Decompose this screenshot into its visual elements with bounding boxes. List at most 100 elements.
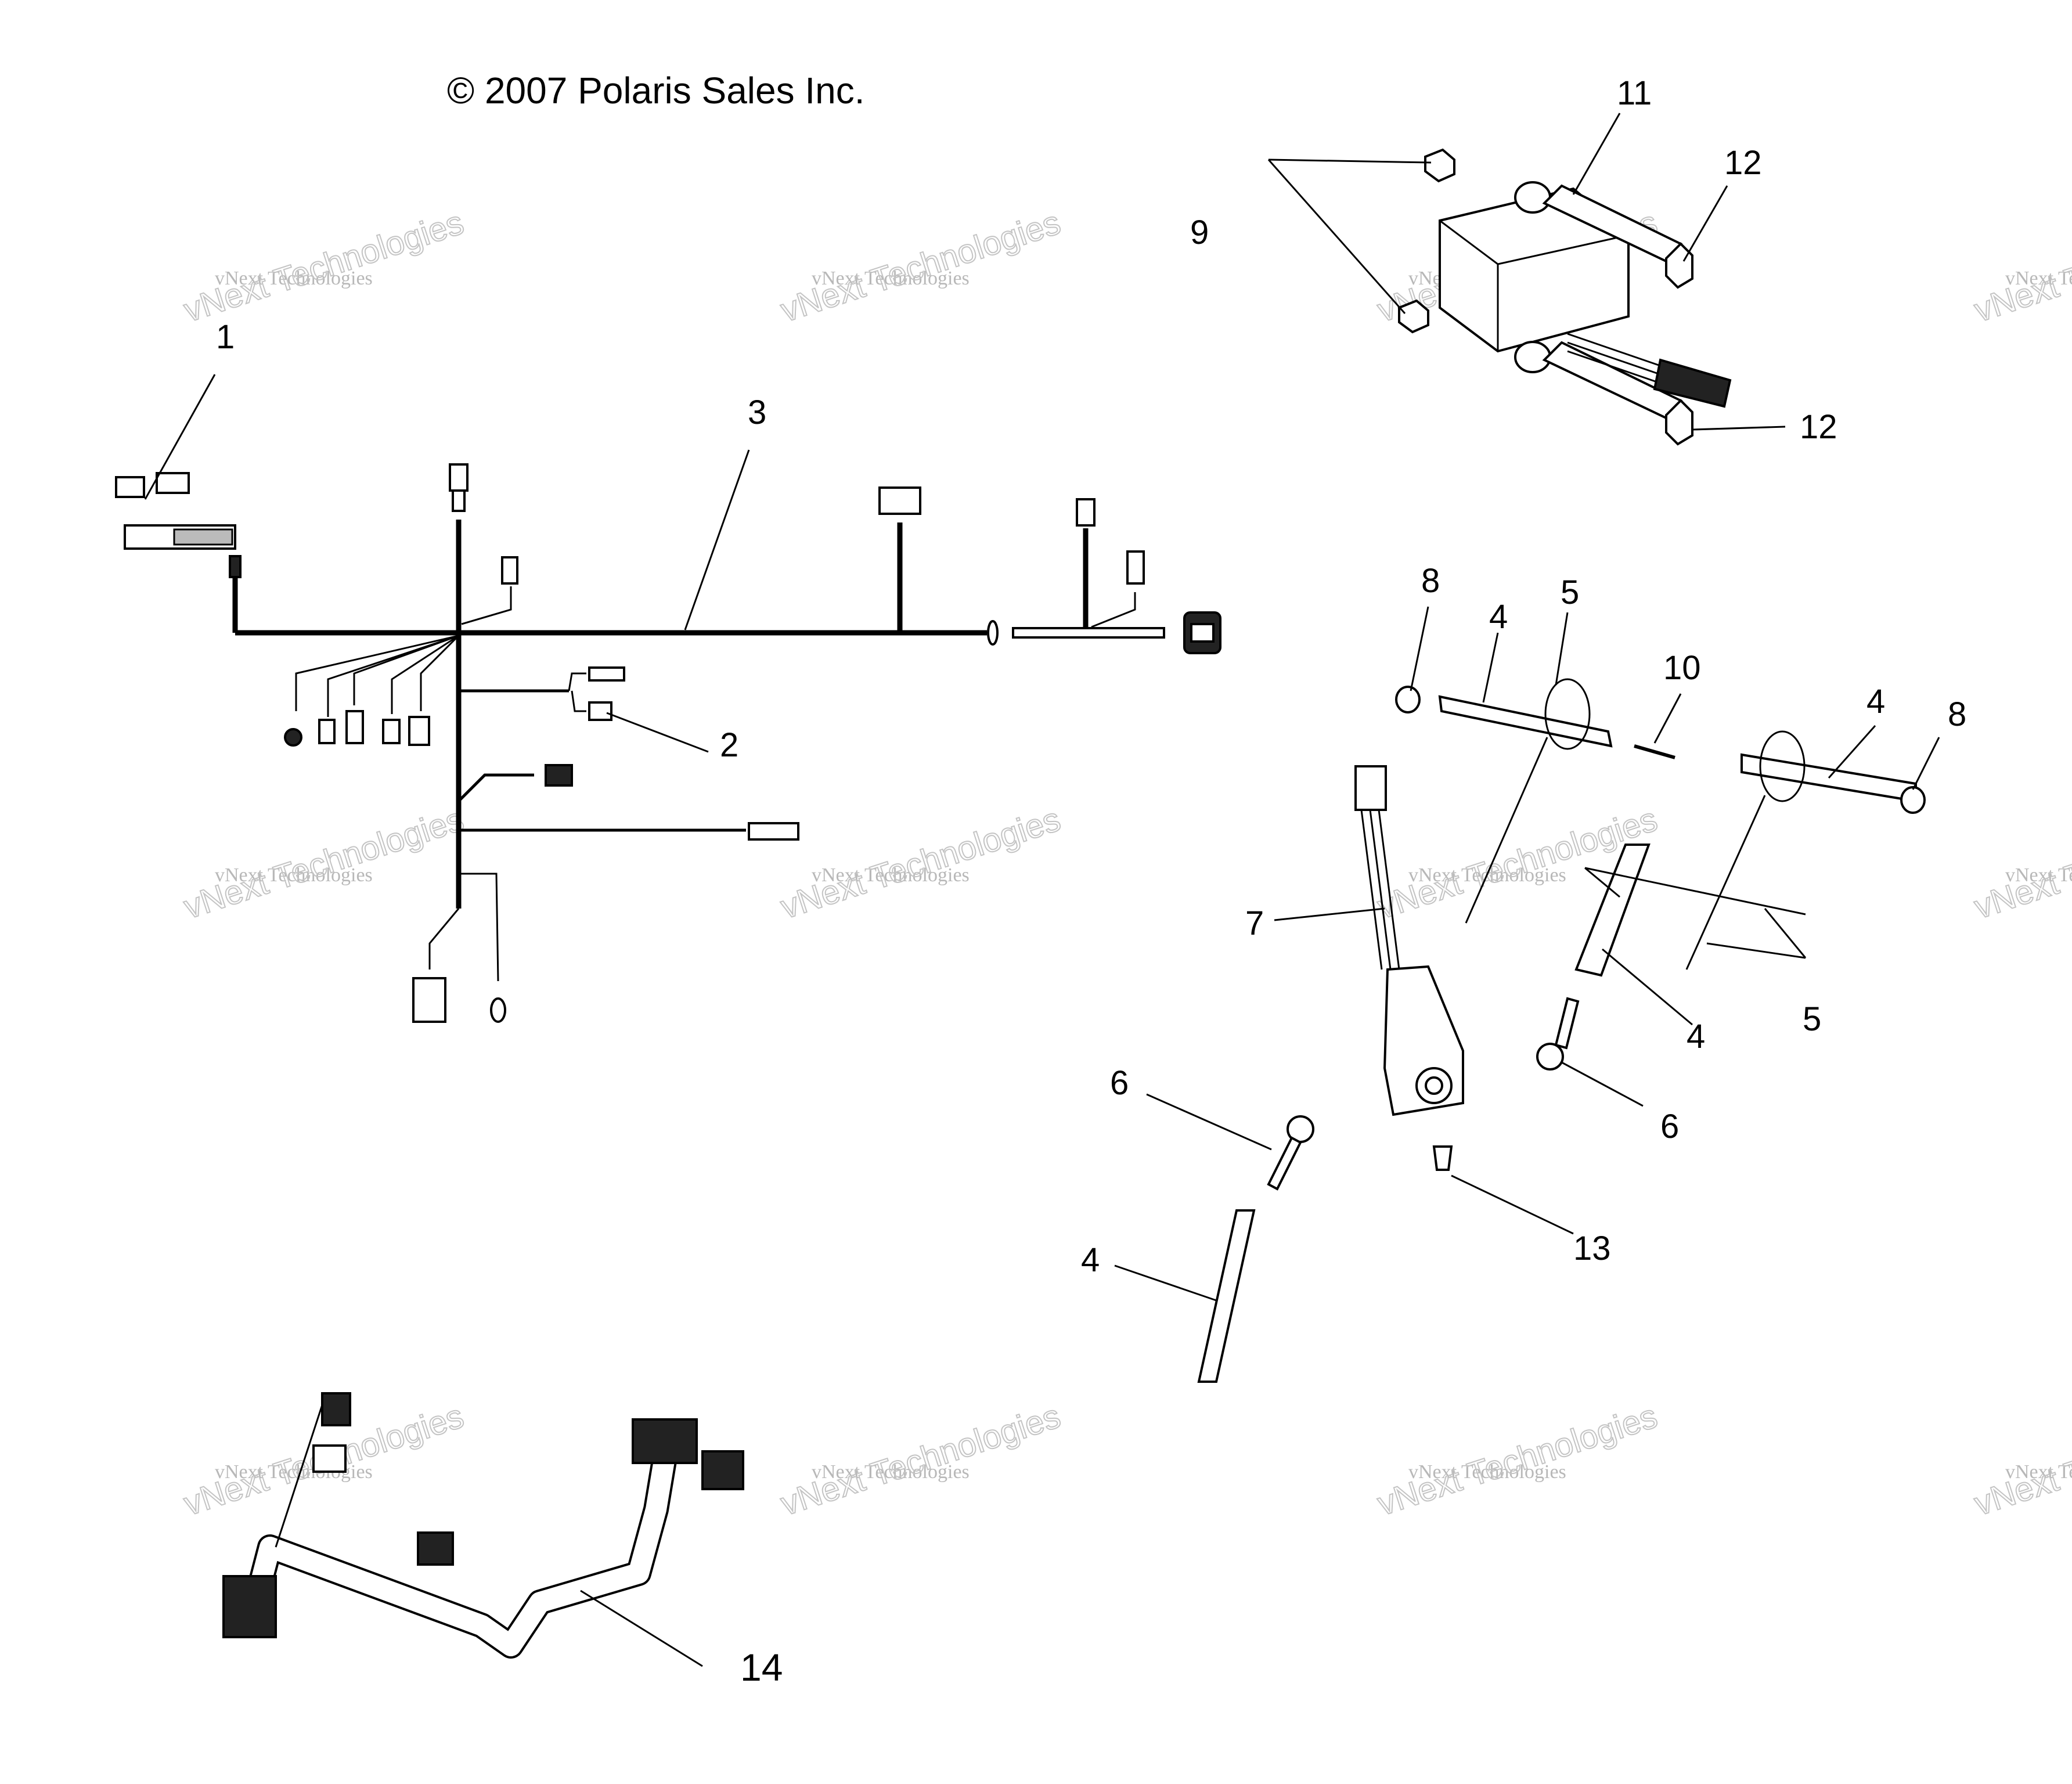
tie-5-left [1465,737,1548,924]
watermark-line2: vNext Technologies [179,800,468,926]
lower-harness-fill [239,1438,678,1656]
leader-10 [1653,693,1682,744]
hose-4-upper-left [1438,695,1613,748]
part1-plate-hatch [173,528,233,546]
watermark-line2: vNext Technologies [776,800,1065,926]
branch-small-up [461,586,512,625]
leader-4c [1602,948,1693,1026]
part2-connector-a [588,666,625,682]
lower-left-connector [412,977,446,1023]
module-ear-top [1514,181,1551,214]
up-far-connector [1076,498,1096,527]
leader-6b [1561,1061,1644,1107]
switch-knob-inner [1425,1076,1443,1095]
watermark-line2: vNext Technologies [1373,1397,1662,1523]
nut-9-upper [1424,148,1455,183]
bolt-12-lower-head [1665,399,1693,446]
fan-connector-3 [345,710,364,744]
leader-2 [606,712,709,753]
watermark-line1: vNext Technologies [2005,864,2072,886]
module-body [1439,187,1630,353]
callout-8-b: 8 [1948,695,1966,733]
part-1-connector-assembly [115,472,236,550]
callout-4-c: 4 [1687,1018,1705,1055]
main-wire-harness [229,463,1221,1023]
nut-9-lower [1398,299,1429,334]
watermark-line2: vNext Technologies [179,203,468,329]
callout-6-b: 6 [1660,1108,1679,1145]
module-plug [1653,358,1732,408]
branch-up-small [1091,592,1136,628]
hose-4-middle [1574,844,1651,977]
tie-5-right [1685,795,1766,970]
callout-3: 3 [748,394,766,431]
leader-7 [1274,907,1385,921]
cap-8-right [1900,786,1926,814]
lower-harness-right-connector-b [701,1450,744,1490]
up-small-connector [1126,550,1145,585]
leader-8a [1410,606,1429,691]
part2-connector-b [588,701,612,721]
lower-harness-branch-up [275,1404,323,1548]
watermark-line1: vNext Technologies [2005,268,2072,289]
watermark-line1: vNext Technologies [812,864,970,886]
callout-2: 2 [720,726,738,764]
callout-numbers: 1 2 3 4 4 4 4 5 5 6 6 7 8 8 9 10 11 12 1… [216,74,1966,1689]
spine-top-connector-boot [452,489,466,512]
watermark-line2: vNext Technologies [776,1397,1065,1523]
leader-4a [1482,632,1499,703]
clamp-5-left [1544,678,1591,750]
watermark-line2: vNext Technologies [1970,1397,2072,1523]
callout-11: 11 [1617,74,1652,112]
callout-13: 13 [1573,1230,1611,1267]
fan-connector-2 [318,719,336,744]
harness-sleeve [1012,627,1165,639]
part7-plug [1354,765,1387,811]
fan-connector-4 [382,719,401,744]
watermark-line2: vNext Technologies [776,203,1065,329]
elbow-6-left-tube [1267,1136,1302,1191]
tie-10 [1634,744,1675,759]
callout-5-b: 5 [1803,1000,1821,1038]
elbow-6-right-tube [1554,997,1580,1050]
branch-mid-upper [457,773,534,802]
leader-4d [1114,1264,1217,1302]
callout-9: 9 [1190,214,1209,251]
hose-4-lower [1197,1209,1256,1383]
watermark-line1: vNext Technologies [215,268,373,289]
callout-6-a: 6 [1110,1064,1129,1102]
watermark-line1: vNext Technologies [812,1461,970,1483]
branch-lower-left [428,908,460,970]
leader-8b [1912,737,1940,790]
callout-7: 7 [1245,904,1264,942]
callout-5-a: 5 [1561,574,1579,611]
module-edges [1439,219,1629,351]
watermark-line2: vNext Technologies [1970,800,2072,926]
leader-4b [1828,725,1876,779]
lower-harness-mid-connector [312,1444,347,1473]
part-11-module [1398,148,1732,446]
leader-11 [1572,113,1621,195]
leader-13 [1451,1174,1574,1235]
elbow-6-right [1536,1043,1564,1071]
callout-1: 1 [216,318,235,356]
watermark-line1: vNext Technologies [215,864,373,886]
part7-wires [1360,809,1400,970]
lower-right-sensor [490,997,506,1023]
callout-14: 14 [740,1646,783,1689]
leader-12a [1682,185,1728,262]
lower-harness-center-connector [417,1531,454,1566]
watermark-line1: vNext Technologies [2005,1461,2072,1483]
callout-12-a: 12 [1724,144,1762,182]
fan-connector-5 [408,716,430,746]
watermark-line1: vNext Technologies [1408,1461,1566,1483]
